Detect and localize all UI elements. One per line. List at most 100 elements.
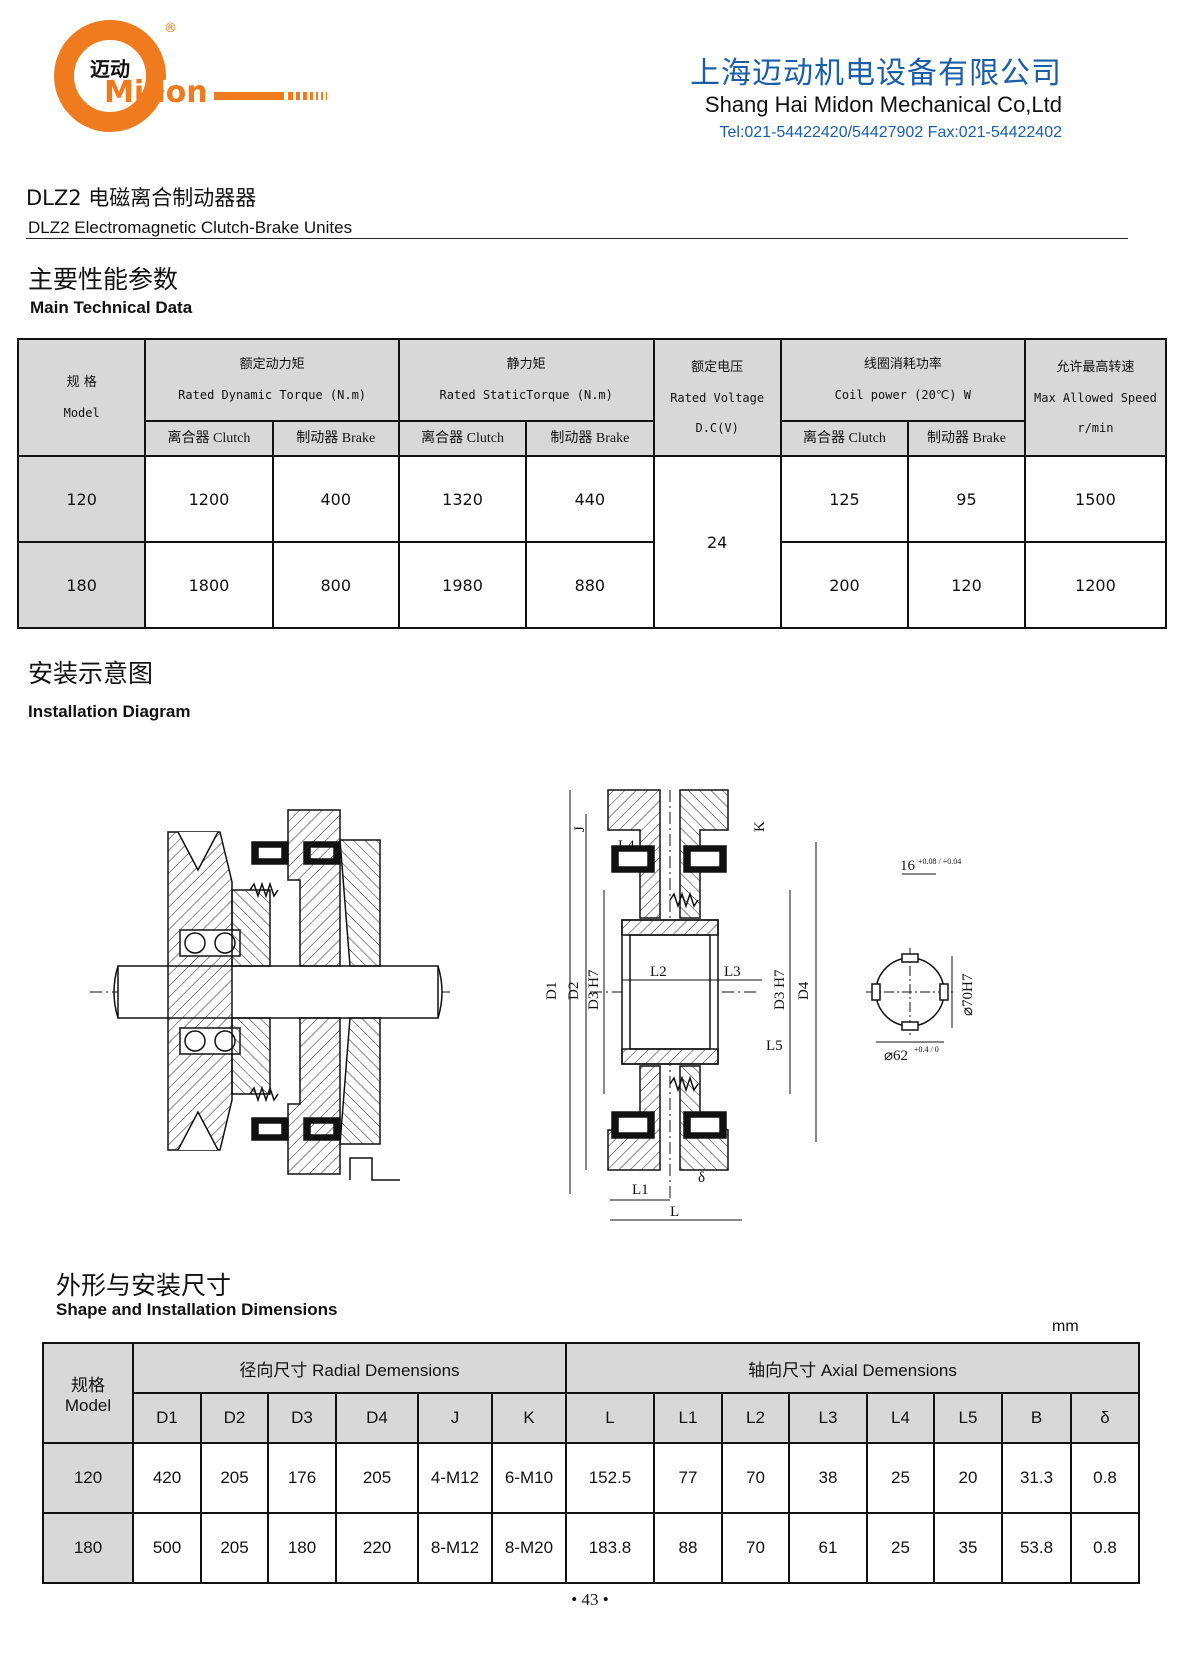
- col-l5: L5: [933, 1392, 1003, 1444]
- cell-delta: 0.8: [1070, 1442, 1140, 1514]
- col-b: B: [1001, 1392, 1072, 1444]
- cell-d1: 420: [132, 1442, 202, 1514]
- col-l1: L1: [653, 1392, 723, 1444]
- sub-brake: 制动器 Brake: [907, 420, 1026, 457]
- label-d2: D2: [566, 982, 582, 1000]
- header-model: 规 格 Model: [16, 338, 147, 457]
- cell-d4: 205: [335, 1442, 419, 1514]
- model-label-en: Model: [64, 1395, 112, 1415]
- cell-dyn-brake: 800: [271, 541, 400, 629]
- cell-d1: 500: [132, 1512, 202, 1584]
- dimensions-table: 规格 Model 径向尺寸 Radial Demensions 轴向尺寸 Axi…: [42, 1342, 1140, 1584]
- cell-static-brake: 880: [525, 541, 655, 629]
- logo-stripe: [214, 92, 284, 100]
- company-contact: Tel:021-54422420/54427902 Fax:021-544224…: [719, 124, 1062, 141]
- installation-diagram: D1 D2 D3 H7 D3 H7 D4 J K L4 L2 L3 L5 L1 …: [90, 789, 976, 1221]
- col-l: L: [565, 1392, 655, 1444]
- label-l5: L5: [766, 1038, 783, 1054]
- cell-static-clutch: 1980: [397, 541, 528, 629]
- title-divider: [26, 238, 1128, 239]
- product-title-en: DLZ2 Electromagnetic Clutch-Brake Unites: [28, 218, 353, 237]
- label-delta: δ: [698, 1170, 705, 1186]
- cell-j: 8-M12: [417, 1512, 493, 1584]
- table-row: 180 1800 800 1980 880 200 120 1200: [16, 541, 1168, 629]
- cell-d3: 176: [267, 1442, 337, 1514]
- dyn-label-cn: 额定动力矩: [239, 357, 305, 372]
- page-number: • 43 •: [571, 1590, 609, 1609]
- label-d4: D4: [796, 981, 812, 1000]
- install-section-title-en: Installation Diagram: [28, 702, 191, 721]
- label-dia62: ⌀62: [884, 1048, 908, 1064]
- cell-power-brake: 95: [907, 455, 1026, 543]
- cell-dyn-brake: 400: [271, 455, 400, 543]
- table-row: 120 1200 400 1320 440 24 125 95 1500: [16, 455, 1168, 629]
- cell-model: 120: [42, 1442, 134, 1514]
- header-dynamic-torque: 额定动力矩 Rated Dynamic Torque (N.m): [144, 338, 400, 422]
- label-d3h7-right: D3 H7: [772, 969, 788, 1010]
- logo-stripe-lines: [288, 92, 327, 100]
- keyway-detail: [866, 873, 954, 1043]
- dyn-label-en: Rated Dynamic Torque (N.m): [178, 388, 367, 402]
- static-label-cn: 静力矩: [506, 357, 546, 372]
- install-section-title-cn: 安装示意图: [28, 659, 154, 688]
- model-label-en: Model: [63, 405, 100, 420]
- sub-clutch: 离合器 Clutch: [779, 420, 910, 457]
- header-radial: 径向尺寸 Radial Demensions: [132, 1342, 567, 1394]
- tech-section-title-en: Main Technical Data: [30, 298, 193, 317]
- col-l2: L2: [721, 1392, 790, 1444]
- col-l4: L4: [866, 1392, 935, 1444]
- cell-l3: 61: [788, 1512, 868, 1584]
- label-d1: D1: [544, 982, 560, 1000]
- product-title-cn: DLZ2 电磁离合制动器器: [26, 186, 257, 210]
- dims-section-title-en: Shape and Installation Dimensions: [56, 1300, 338, 1319]
- cell-dyn-clutch: 1800: [144, 541, 274, 629]
- dims-section-title-cn: 外形与安装尺寸: [56, 1271, 232, 1300]
- label-l3: L3: [724, 964, 741, 980]
- cell-l1: 88: [653, 1512, 723, 1584]
- sub-brake: 制动器 Brake: [271, 420, 400, 457]
- company-name-cn: 上海迈动机电设备有限公司: [690, 56, 1062, 91]
- cell-d2: 205: [200, 1442, 269, 1514]
- sub-brake: 制动器 Brake: [525, 420, 655, 457]
- cell-k: 8-M20: [491, 1512, 567, 1584]
- table-row: 120 420 205 176 205 4-M12 6-M10 152.5 77…: [42, 1442, 1140, 1514]
- cell-speed: 1200: [1023, 541, 1168, 629]
- cell-model: 120: [16, 455, 147, 543]
- tech-section-title-cn: 主要性能参数: [28, 265, 179, 294]
- company-name-en: Shang Hai Midon Mechanical Co,Ltd: [704, 92, 1062, 117]
- cell-d4: 220: [335, 1512, 419, 1584]
- cell-model: 180: [42, 1512, 134, 1584]
- cell-static-clutch: 1320: [397, 455, 528, 543]
- cell-b: 31.3: [1001, 1442, 1072, 1514]
- speed-label-cn: 允许最高转速: [1056, 359, 1135, 375]
- cell-b: 53.8: [1001, 1512, 1072, 1584]
- volt-label-en: Rated Voltage: [670, 390, 765, 405]
- label-dia62-tol: +0.4 / 0: [914, 1045, 939, 1054]
- unit-label: mm: [1052, 1318, 1079, 1335]
- keyway-labels: 16 +0.08 / +0.04 ⌀70H7 ⌀62 +0.4 / 0: [884, 857, 976, 1064]
- logo-en-text: Midon: [104, 75, 208, 110]
- sub-clutch: 离合器 Clutch: [397, 420, 528, 457]
- cell-l4: 25: [866, 1512, 935, 1584]
- label-key16: 16: [900, 858, 916, 874]
- cell-power-clutch: 200: [779, 541, 910, 629]
- cell-l2: 70: [721, 1442, 790, 1514]
- cell-l4: 25: [866, 1442, 935, 1514]
- cell-l1: 77: [653, 1442, 723, 1514]
- header-max-speed: 允许最高转速 Max Allowed Speed r/min: [1023, 338, 1168, 457]
- cell-static-brake: 440: [525, 455, 655, 543]
- cell-power-clutch: 125: [779, 455, 910, 543]
- header-static-torque: 静力矩 Rated StaticTorque (N.m): [397, 338, 655, 422]
- cell-model: 180: [16, 541, 147, 629]
- logo-ring: [54, 20, 166, 132]
- registered-mark: ®: [164, 21, 177, 36]
- col-l3: L3: [788, 1392, 868, 1444]
- cell-l3: 38: [788, 1442, 868, 1514]
- label-j: J: [572, 826, 588, 832]
- right-section-view: [569, 789, 817, 1221]
- logo-cn-text: 迈动: [90, 57, 130, 81]
- col-d1: D1: [132, 1392, 202, 1444]
- cell-power-brake: 120: [907, 541, 1026, 629]
- table-row: 180 500 205 180 220 8-M12 8-M20 183.8 88…: [42, 1512, 1140, 1584]
- label-l4: L4: [618, 838, 635, 854]
